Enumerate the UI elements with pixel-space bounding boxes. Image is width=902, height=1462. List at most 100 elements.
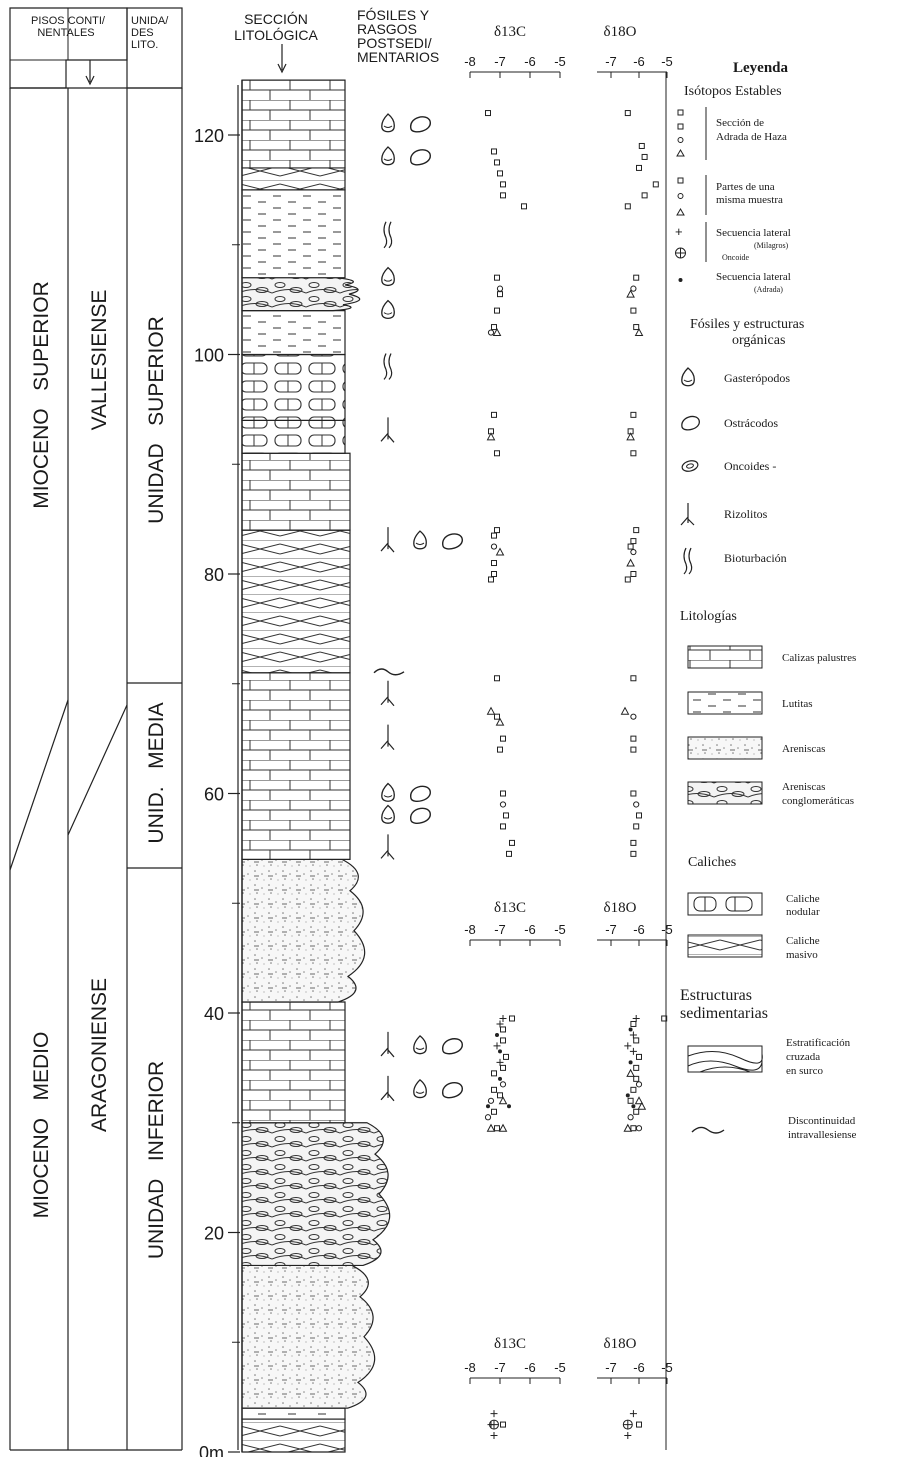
d18o-point	[626, 1068, 635, 1077]
bioturbation-icon	[383, 221, 393, 249]
d18o-point	[632, 1014, 640, 1022]
d18o-axis-label: δ18O	[604, 24, 637, 40]
header-unidades-line3: LITO.	[131, 39, 158, 51]
lithology-bed	[241, 672, 351, 860]
d13c-point	[486, 1104, 490, 1109]
bioturbation-icon	[683, 547, 693, 575]
d13c-point	[491, 148, 497, 155]
d13c-point	[490, 543, 498, 550]
gastropod-icon	[381, 266, 395, 287]
d18o-point	[633, 1064, 640, 1071]
oncoid-icon	[681, 460, 699, 472]
d13c-point	[494, 675, 500, 682]
lithology-bed	[241, 310, 346, 356]
stage-columns	[9, 7, 183, 1451]
d13c-point	[494, 450, 500, 457]
header-fossils-line1: FÓSILES Y	[357, 7, 430, 23]
rhizolith-icon	[380, 1075, 395, 1102]
d13c-point	[498, 1049, 502, 1054]
d13c-point	[491, 411, 497, 418]
d18o-point	[624, 1042, 632, 1050]
d18o-point	[625, 1093, 630, 1098]
d18o-tick-label: -6	[633, 922, 645, 937]
scale-label: 80	[204, 565, 224, 585]
d13c-point	[491, 1086, 497, 1093]
header-unidades-line2: DES	[131, 27, 154, 39]
d13c-tick-label: -6	[524, 54, 536, 69]
legend-struct-heading-1: Estructuras	[680, 987, 752, 1004]
rhizolith-icon	[380, 1031, 395, 1058]
legend-adrada-haza-symbols	[676, 109, 685, 157]
d18o-tick-label: -6	[633, 54, 645, 69]
rhizolith-icon	[380, 417, 395, 443]
ostracod-icon	[442, 1081, 463, 1099]
d13c-point	[497, 1092, 503, 1099]
d18o-point	[633, 823, 640, 830]
gastropod-icon	[381, 299, 395, 319]
rhizolith-icon	[680, 503, 695, 526]
d18o-axis-label: δ18O	[604, 1336, 637, 1352]
lithology-bed	[241, 452, 351, 531]
header-pisos-line2: NENTALES	[37, 27, 94, 39]
d13c-tick-label: -5	[554, 922, 566, 937]
rhizolith-icon	[380, 527, 395, 553]
d18o-point	[633, 1037, 640, 1044]
legend-lutitas-swatch	[687, 691, 763, 715]
label-aragoniense: ARAGONIENSE	[88, 978, 111, 1132]
d13c-point	[496, 1058, 504, 1066]
d18o-point	[630, 1086, 637, 1093]
d13c-tick-label: -7	[494, 922, 506, 937]
d18o-point	[641, 153, 648, 160]
legend-caliche-masivo-2: masivo	[786, 949, 818, 961]
rhizolith-icon	[380, 834, 395, 860]
legend-areniscas-congl-swatch	[687, 781, 763, 805]
d13c-point	[499, 801, 507, 808]
d13c-tick-label: -8	[464, 1360, 476, 1375]
d18o-tick-label: -7	[605, 922, 617, 937]
gastropod-icon	[381, 146, 395, 166]
lithology-bed	[241, 1418, 346, 1453]
d13c-point	[509, 839, 515, 846]
legend-areniscas: Areniscas	[782, 743, 825, 755]
d13c-point	[489, 1419, 499, 1430]
d13c-tick-label: -5	[554, 54, 566, 69]
d18o-point	[636, 1053, 642, 1060]
scale-label: 60	[204, 785, 224, 805]
legend-plus-icon: +	[675, 224, 683, 239]
d18o-point	[630, 450, 637, 457]
d18o-point	[630, 411, 637, 418]
d18o-point	[628, 1027, 633, 1032]
d13c-point	[494, 307, 500, 314]
d13c-tick-label: -6	[524, 922, 536, 937]
d18o-point	[629, 1410, 637, 1418]
header-section-line1: SECCIÓN	[244, 11, 308, 27]
d13c-axis-label: δ13C	[494, 1336, 526, 1352]
legend-bioturbacion: Bioturbación	[724, 551, 787, 565]
d18o-point	[630, 713, 637, 720]
d13c-point	[509, 1015, 515, 1022]
legend-rizolitos: Rizolitos	[724, 507, 768, 521]
d13c-point	[491, 1108, 497, 1115]
d18o-point	[630, 790, 637, 797]
d13c-point	[500, 1421, 506, 1428]
d18o-point	[620, 706, 630, 715]
discontinuity-icon	[691, 1126, 725, 1134]
legend-calizas: Calizas palustres	[782, 652, 856, 664]
legend-caliche-masivo-1: Caliche	[786, 935, 820, 947]
d18o-point	[634, 1096, 644, 1105]
header-fossils-line3: POSTSEDI/	[357, 35, 432, 51]
lithology-bed	[241, 1407, 346, 1420]
d13c-point	[498, 1096, 508, 1105]
legend-lutitas: Lutitas	[782, 698, 813, 710]
d13c-point	[495, 1032, 499, 1037]
legend-adrada-haza-2: Adrada de Haza	[716, 131, 787, 143]
fossil-marks	[373, 113, 463, 1102]
d13c-point	[500, 1064, 506, 1071]
d18o-point	[633, 1108, 640, 1115]
gastropod-icon	[413, 530, 427, 550]
d18o-point	[627, 1114, 634, 1121]
d13c-point	[487, 1097, 495, 1104]
scale-label: 20	[204, 1224, 224, 1244]
ostracod-icon	[681, 415, 700, 431]
d18o-point	[636, 1421, 642, 1428]
